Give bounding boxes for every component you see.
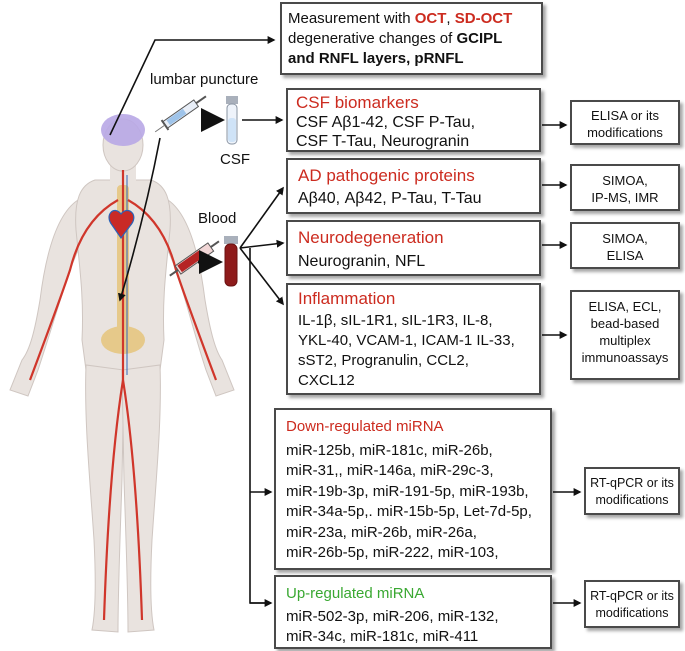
blood-label: Blood xyxy=(198,210,237,227)
csf-box-title: CSF biomarkers xyxy=(296,93,419,112)
method-line: ELISA xyxy=(606,248,644,263)
oct-comma: , xyxy=(446,10,455,27)
method-box-csf: ELISA or its modifications xyxy=(570,100,680,145)
oct-term: OCT xyxy=(414,10,447,27)
method-line: modifications xyxy=(587,125,663,140)
inflam-box-line: IL-1β, sIL-1R1, sIL-1R3, IL-8, xyxy=(298,312,493,329)
method-box-up: RT-qPCR or its modifications xyxy=(584,580,680,628)
up-box-title: Up-regulated miRNA xyxy=(286,585,425,602)
method-box-inflam: ELISA, ECL, bead-based multiplex immunoa… xyxy=(570,290,680,380)
csf-tube-icon xyxy=(226,96,238,145)
ad-box-line: Aβ40, Aβ42, P-Tau, T-Tau xyxy=(298,190,482,207)
csf-label: CSF xyxy=(220,151,250,168)
method-line: RT-qPCR or its xyxy=(590,476,674,490)
method-line: IP-MS, IMR xyxy=(591,190,659,205)
method-line: modifications xyxy=(595,606,669,620)
oct-prefix: Measurement with xyxy=(288,10,415,27)
up-box-line: miR-34c, miR-181c, miR-411 xyxy=(286,627,479,645)
down-box-line: miR-19b-3p, miR-191-5p, miR-193b, xyxy=(286,482,529,500)
csf-box-line: CSF Aβ1-42, CSF P-Tau, xyxy=(296,114,476,131)
up-regulated-mirna-box: Up-regulated miRNA miR-502-3p, miR-206, … xyxy=(274,575,552,649)
inflam-box-line: sST2, Progranulin, CCL2, xyxy=(298,352,469,369)
method-box-down: RT-qPCR or its modifications xyxy=(584,467,680,515)
inflam-box-line: YKL-40, VCAM-1, ICAM-1 IL-33, xyxy=(298,332,515,349)
sd-oct-term: SD-OCT xyxy=(454,10,513,27)
method-box-neuro: SIMOA, ELISA xyxy=(570,222,680,269)
down-regulated-mirna-box: Down-regulated miRNA miR-125b, miR-181c,… xyxy=(274,408,552,570)
method-line: RT-qPCR or its xyxy=(590,589,674,603)
oct-line3: and RNFL layers, pRNFL xyxy=(288,50,464,67)
human-body-illustration xyxy=(9,114,235,633)
method-line: ELISA or its xyxy=(591,108,659,123)
oct-line2-text: degenerative changes of xyxy=(288,30,457,47)
lumbar-puncture-label: lumbar puncture xyxy=(150,71,259,88)
method-line: modifications xyxy=(595,493,669,507)
ad-proteins-box: AD pathogenic proteins Aβ40, Aβ42, P-Tau… xyxy=(286,158,541,214)
neuro-box-line: Neurogranin, NFL xyxy=(298,253,426,270)
syringe-icon xyxy=(154,95,207,133)
method-line: ELISA, ECL, xyxy=(588,299,662,314)
down-box-line: miR-31,, miR-146a, miR-29c-3, xyxy=(286,462,494,479)
method-box-ad: SIMOA, IP-MS, IMR xyxy=(570,164,680,211)
inflam-box-title: Inflammation xyxy=(298,289,396,308)
up-box-line: miR-502-3p, miR-206, miR-132, xyxy=(286,607,499,625)
method-line: immunoassays xyxy=(581,350,669,365)
method-line: multiplex xyxy=(599,333,651,348)
csf-biomarkers-box: CSF biomarkers CSF Aβ1-42, CSF P-Tau, CS… xyxy=(286,88,541,152)
neuro-box-title: Neurodegeneration xyxy=(298,228,444,247)
method-line: SIMOA, xyxy=(602,173,648,188)
inflammation-box: Inflammation IL-1β, sIL-1R1, sIL-1R3, IL… xyxy=(286,283,541,395)
down-box-line: miR-26b-5p, miR-222, miR-103, xyxy=(286,544,499,561)
method-line: bead-based xyxy=(590,316,660,331)
neurodegeneration-box: Neurodegeneration Neurogranin, NFL xyxy=(286,220,541,276)
connector-arrows xyxy=(109,36,582,607)
down-box-line: miR-125b, miR-181c, miR-26b, xyxy=(286,441,493,459)
oct-gcipl-term: GCIPL xyxy=(456,30,503,47)
oct-measurement-box: Measurement with OCT, SD-OCT degenerativ… xyxy=(280,2,543,75)
ad-box-title: AD pathogenic proteins xyxy=(298,166,475,185)
blood-tube-icon xyxy=(224,236,238,287)
method-line: SIMOA, xyxy=(602,231,648,246)
csf-box-line: CSF T-Tau, Neurogranin xyxy=(296,133,470,150)
inflam-box-line: CXCL12 xyxy=(298,372,355,389)
down-box-title: Down-regulated miRNA xyxy=(286,418,444,435)
down-box-line: miR-23a, miR-26b, miR-26a, xyxy=(286,523,477,541)
down-box-line: miR-34a-5p,. miR-15b-5p, Let-7d-5p, xyxy=(286,503,532,520)
